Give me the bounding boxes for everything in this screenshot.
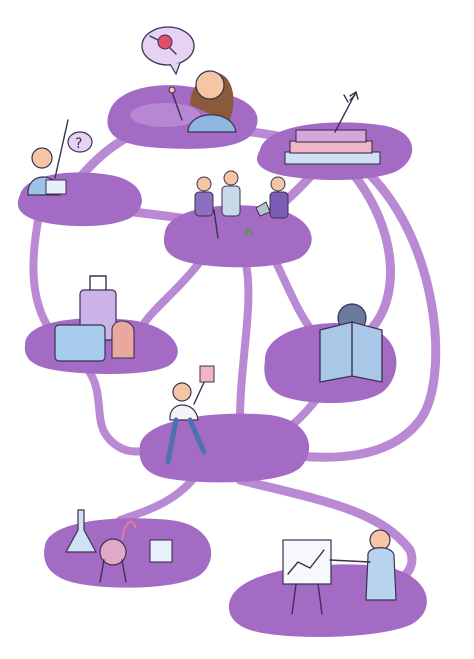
svg-text:?: ? [75, 136, 82, 152]
station-8 [44, 509, 212, 588]
station-1 [107, 26, 258, 149]
lab-glassware [64, 509, 173, 583]
man-with-question: ? [27, 119, 93, 196]
station-7 [139, 365, 310, 483]
books-with-arrow [284, 91, 381, 165]
station-4 [163, 170, 312, 268]
gardening-group [194, 170, 289, 239]
station-3 [257, 91, 413, 180]
station-2: ? [17, 119, 142, 227]
station-5 [24, 275, 178, 374]
luggage [54, 275, 135, 362]
reader-with-book [319, 303, 383, 383]
walking-person [165, 365, 215, 465]
presenter-with-chart [282, 529, 397, 615]
thinking-woman [168, 70, 237, 133]
idea-bubble [141, 26, 195, 76]
station-6 [264, 303, 397, 404]
station-9 [228, 529, 427, 637]
